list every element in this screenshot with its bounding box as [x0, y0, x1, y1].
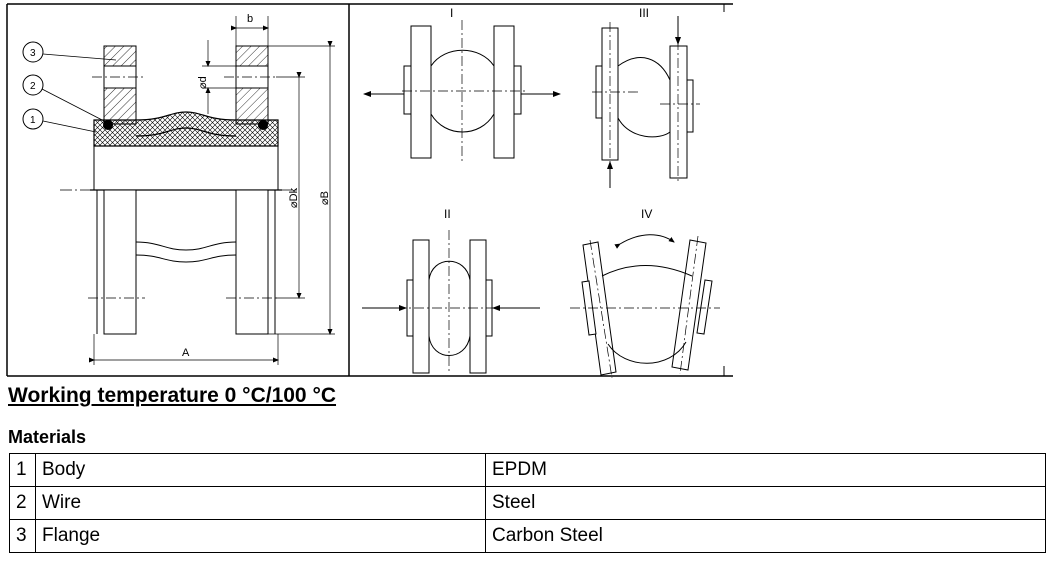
movement-diagrams [362, 16, 720, 379]
right-flange-section [235, 45, 269, 67]
dim-A-label: A [182, 347, 190, 359]
technical-drawing: b ⌀d ⌀Dk ⌀B A 3 2 1 [6, 3, 733, 379]
material-name: Carbon Steel [485, 519, 1046, 553]
row-number: 1 [9, 453, 36, 487]
table-row: 1 Body EPDM [9, 453, 1046, 487]
callout-1-label: 1 [30, 115, 36, 126]
movement-I [363, 20, 561, 162]
drawing-frame [6, 3, 733, 377]
movement-label-I: I [450, 6, 453, 20]
callout-3-label: 3 [30, 48, 36, 59]
left-flange-view [103, 189, 137, 335]
dim-d-label: ⌀d [197, 76, 209, 89]
movement-labels: I III II IV [444, 6, 652, 221]
movement-III [592, 16, 700, 188]
movement-label-III: III [639, 6, 649, 20]
callout-circle-3 [22, 41, 44, 63]
material-name: Steel [485, 486, 1046, 520]
materials-table: 1 Body EPDM 2 Wire Steel 3 Flange Carbon… [9, 453, 1046, 553]
rubber-body-section [93, 111, 279, 147]
part-name: Flange [35, 519, 486, 553]
movement-label-II: II [444, 207, 451, 221]
callout-circle-1 [22, 108, 44, 130]
movement-IV [570, 234, 720, 379]
materials-title: Materials [8, 427, 87, 447]
dim-B-label: ⌀B [319, 191, 331, 205]
sectional-view [22, 16, 335, 365]
row-number: 3 [9, 519, 36, 553]
table-row: 3 Flange Carbon Steel [9, 519, 1046, 553]
table-row: 2 Wire Steel [9, 486, 1046, 520]
material-name: EPDM [485, 453, 1046, 487]
wire-right [258, 120, 268, 130]
callout-2-label: 2 [30, 81, 36, 92]
row-number: 2 [9, 486, 36, 520]
wire-left [103, 120, 113, 130]
movement-II [362, 230, 540, 374]
part-name: Wire [35, 486, 486, 520]
working-temperature-heading: Working temperature 0 °C/100 °C [8, 384, 337, 407]
dimension-labels: b ⌀d ⌀Dk ⌀B A 3 2 1 [30, 13, 331, 359]
right-flange-view [235, 189, 269, 335]
dim-b-label: b [247, 13, 253, 25]
part-name: Body [35, 453, 486, 487]
movement-label-IV: IV [641, 207, 652, 221]
left-flange-section [103, 45, 137, 67]
callout-circle-2 [22, 74, 44, 96]
dim-dk-label: ⌀Dk [288, 187, 300, 208]
